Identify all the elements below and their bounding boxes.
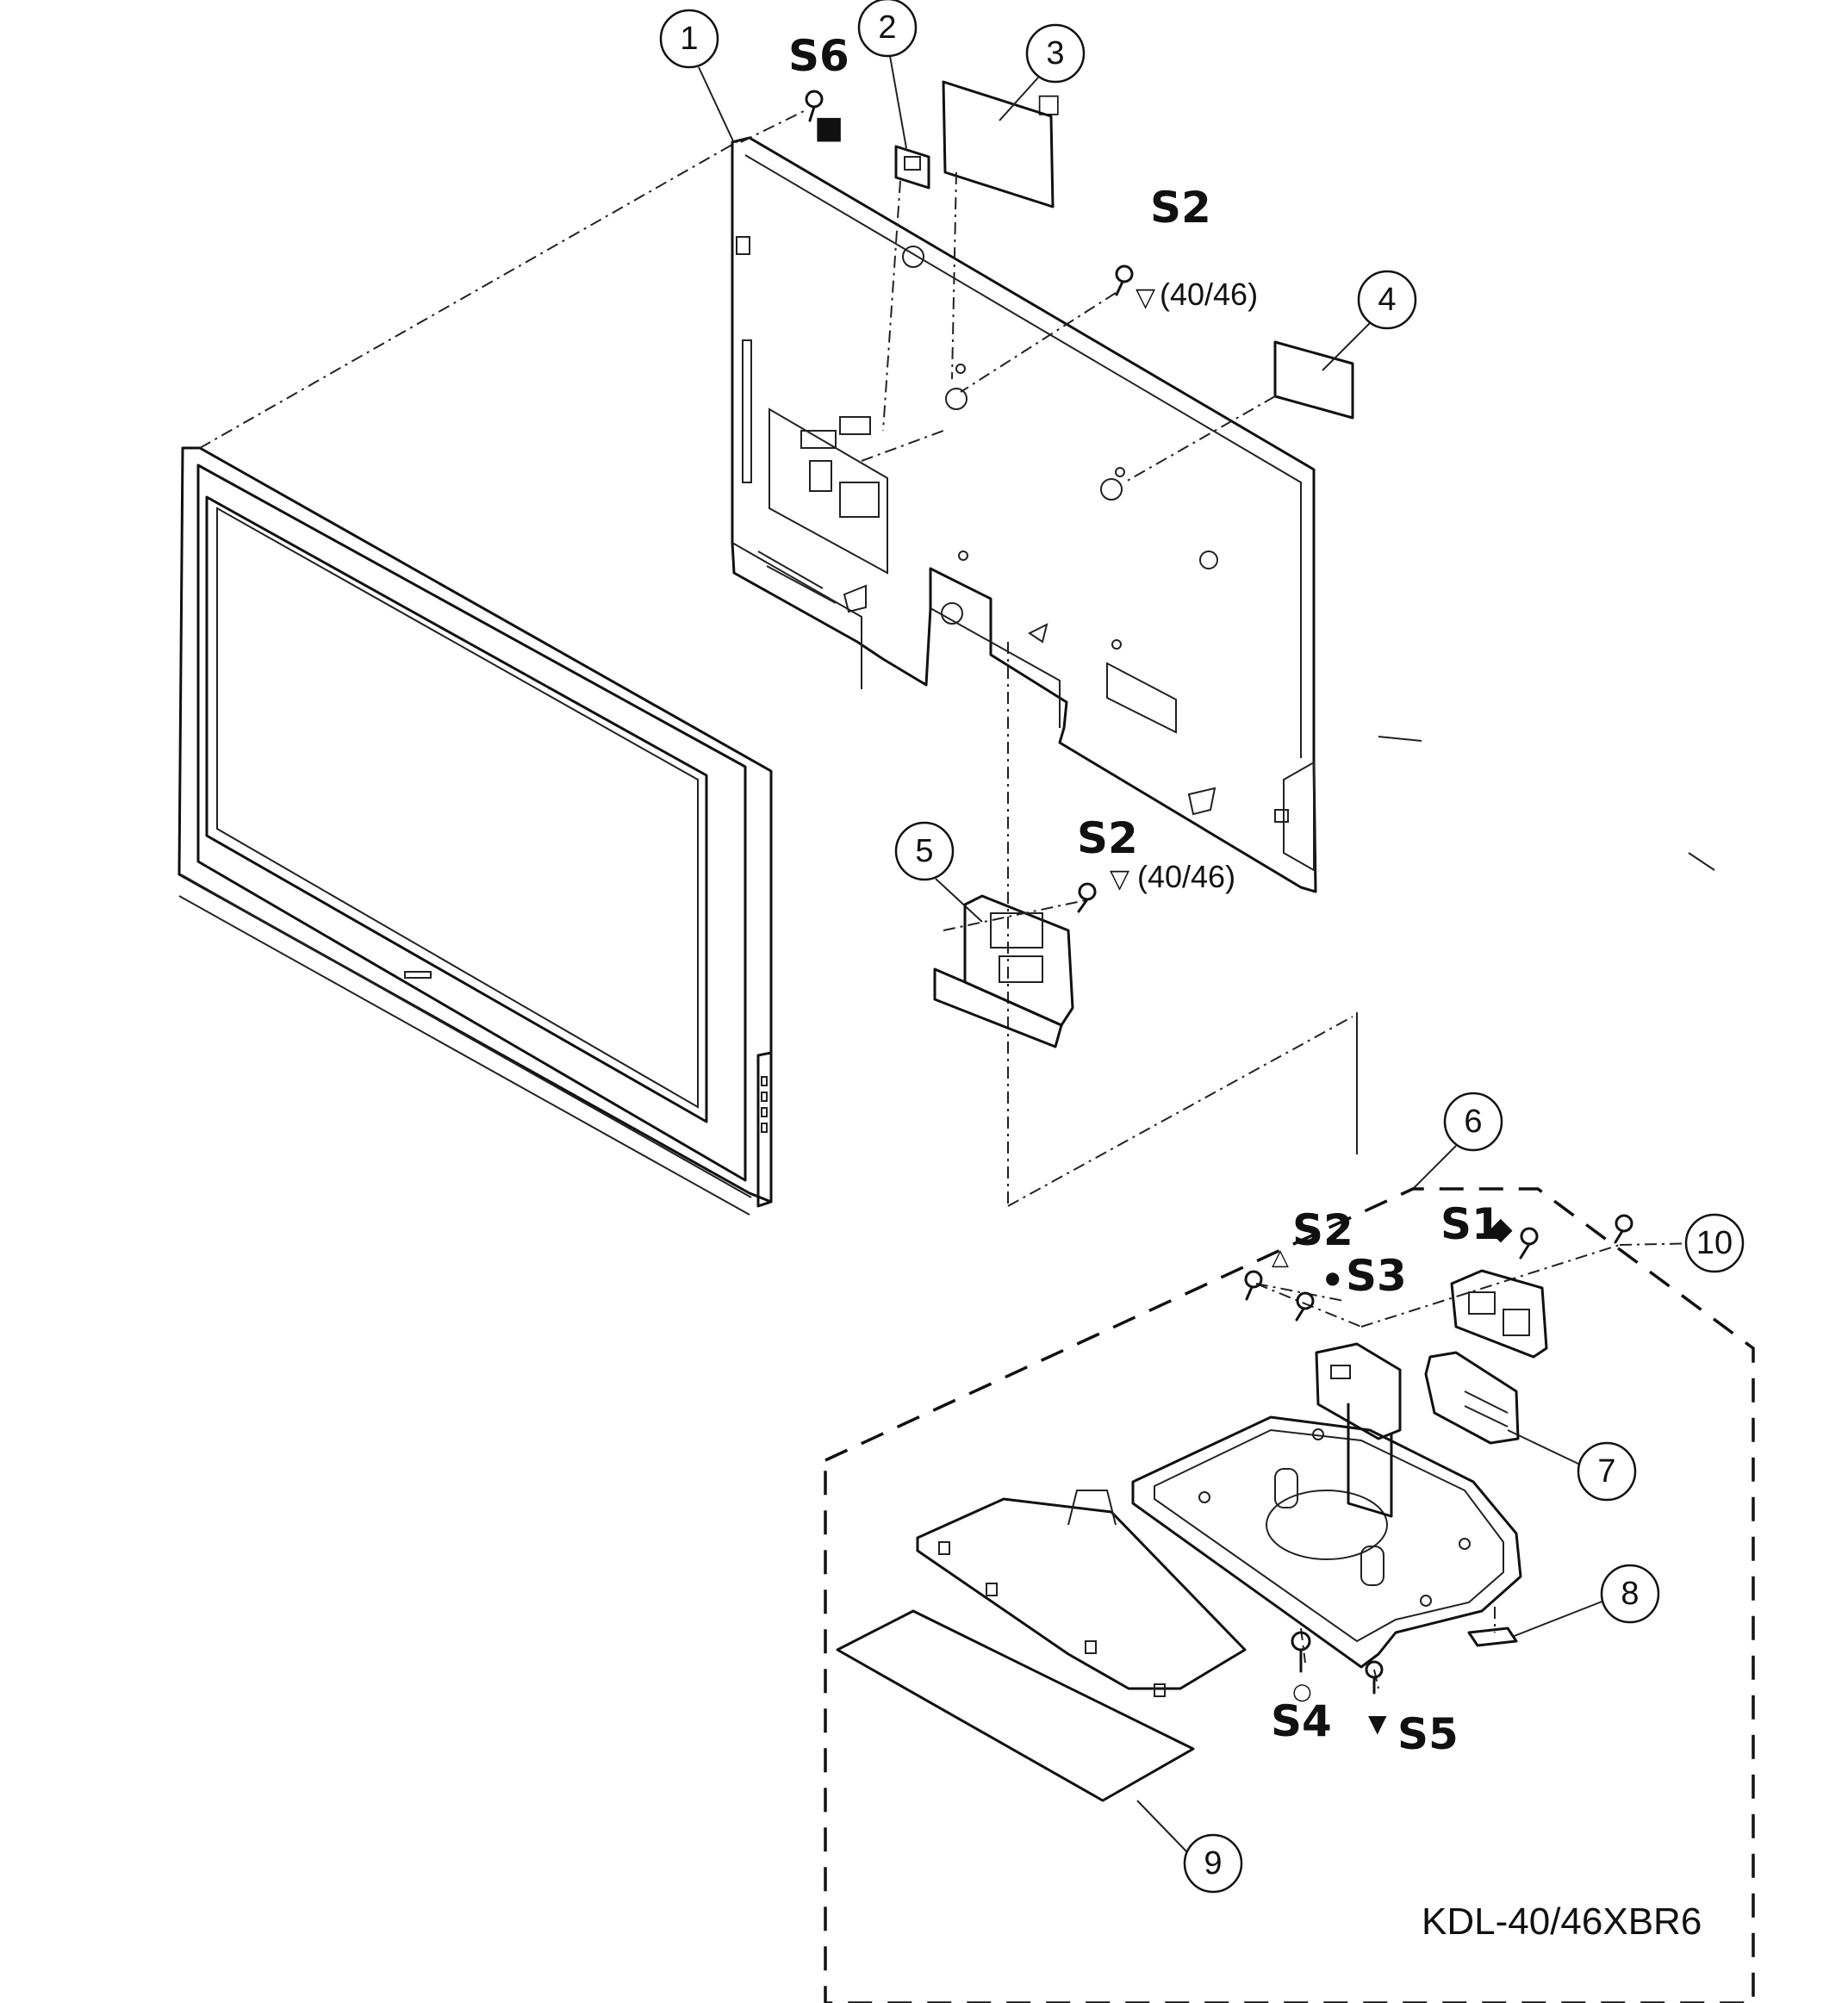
callout-number: 9 (1204, 1845, 1222, 1882)
screw-s5 (1365, 1660, 1384, 1695)
callout-6: 6 (1443, 1092, 1503, 1152)
screw-s2-top (1115, 264, 1134, 296)
callout-number: 8 (1621, 1576, 1639, 1612)
callout-9: 9 (1183, 1833, 1243, 1894)
label-sheet-3 (942, 80, 1055, 208)
callout-10: 10 (1684, 1213, 1745, 1273)
screw-s1 (1519, 1227, 1539, 1260)
s3-symbol: ● (1325, 1267, 1340, 1288)
s2-top-label: S2 (1150, 183, 1211, 233)
s2-mid-label: S2 (1077, 813, 1138, 863)
callout-ring (1357, 270, 1417, 330)
callout-number: 10 (1696, 1225, 1733, 1261)
rear-cover (731, 136, 1715, 893)
model-number: KDL-40/46XBR6 (1422, 1900, 1702, 1943)
base-sheet-part-9 (836, 1609, 1195, 1802)
s2-top-note: (40/46) (1160, 277, 1258, 312)
screw-s6 (805, 90, 824, 122)
callout-ring (1600, 1564, 1660, 1624)
callout-4: 4 (1357, 270, 1417, 330)
s6-symbol: ■ (814, 110, 843, 146)
callout-number: 6 (1464, 1104, 1482, 1140)
callout-5: 5 (894, 821, 955, 881)
callout-ring (1577, 1441, 1637, 1502)
s2-stand-label: S2 (1292, 1205, 1353, 1255)
screw-s3 (1295, 1291, 1315, 1322)
callout-number: 7 (1597, 1453, 1615, 1490)
callout-number: 2 (878, 9, 896, 46)
cover-part-7 (1424, 1351, 1520, 1445)
callout-7: 7 (1577, 1441, 1637, 1502)
callout3-symbol: □ (1036, 89, 1061, 119)
s5-symbol: ▼ (1368, 1709, 1387, 1738)
callout-ring (659, 9, 719, 69)
s4-symbol: ○ (1292, 1679, 1312, 1705)
callout-leaders (698, 55, 1605, 1853)
callout-ring (1684, 1213, 1745, 1273)
s1-symbol: ◆ (1489, 1211, 1513, 1247)
stand-base (1131, 1415, 1522, 1669)
s2-top-symbol: ▽ (1136, 283, 1155, 313)
sticker-part-8 (1467, 1627, 1518, 1647)
label-part-2 (894, 145, 930, 190)
label-sheet-4 (1273, 340, 1354, 420)
front-bezel-assembly (177, 446, 773, 1216)
s4-label: S4 (1271, 1696, 1332, 1746)
s3-label: S3 (1346, 1251, 1407, 1301)
callout-ring (1183, 1833, 1243, 1894)
screw-s2-stand (1244, 1270, 1263, 1301)
callout-2: 2 (857, 0, 918, 58)
callout-1: 1 (659, 9, 719, 69)
bracket-part-5 (933, 882, 1097, 1048)
callout-ring (894, 821, 955, 881)
callout-8: 8 (1600, 1564, 1660, 1624)
stand-neck (1315, 1342, 1402, 1518)
callout-ring (1025, 23, 1086, 84)
s2-stand-symbol: △ (1272, 1245, 1289, 1271)
stand-cover (916, 1490, 1247, 1697)
screw-s4 (1291, 1631, 1311, 1673)
leader-lines (199, 109, 1707, 1689)
callout-number: 1 (680, 21, 698, 57)
s5-label: S5 (1397, 1709, 1459, 1759)
screw-10 (1614, 1214, 1633, 1244)
s6-label: S6 (788, 31, 849, 81)
stand-bracket (1450, 1269, 1548, 1359)
callout-number: 4 (1378, 282, 1396, 318)
callout-number: 5 (915, 833, 933, 869)
stand-assembly-boundary-6 (824, 1187, 1755, 2003)
callout-ring (857, 0, 918, 58)
s1-label: S1 (1440, 1199, 1502, 1249)
s2-mid-note: (40/46) (1137, 859, 1235, 894)
s2-mid-symbol: ▽ (1110, 864, 1129, 894)
callout-ring (1443, 1092, 1503, 1152)
callout-layer: 1 2 3 4 5 6 7 8 9 10 (659, 0, 1745, 1894)
callout-3: 3 (1025, 23, 1086, 84)
callout-number: 3 (1046, 35, 1064, 72)
